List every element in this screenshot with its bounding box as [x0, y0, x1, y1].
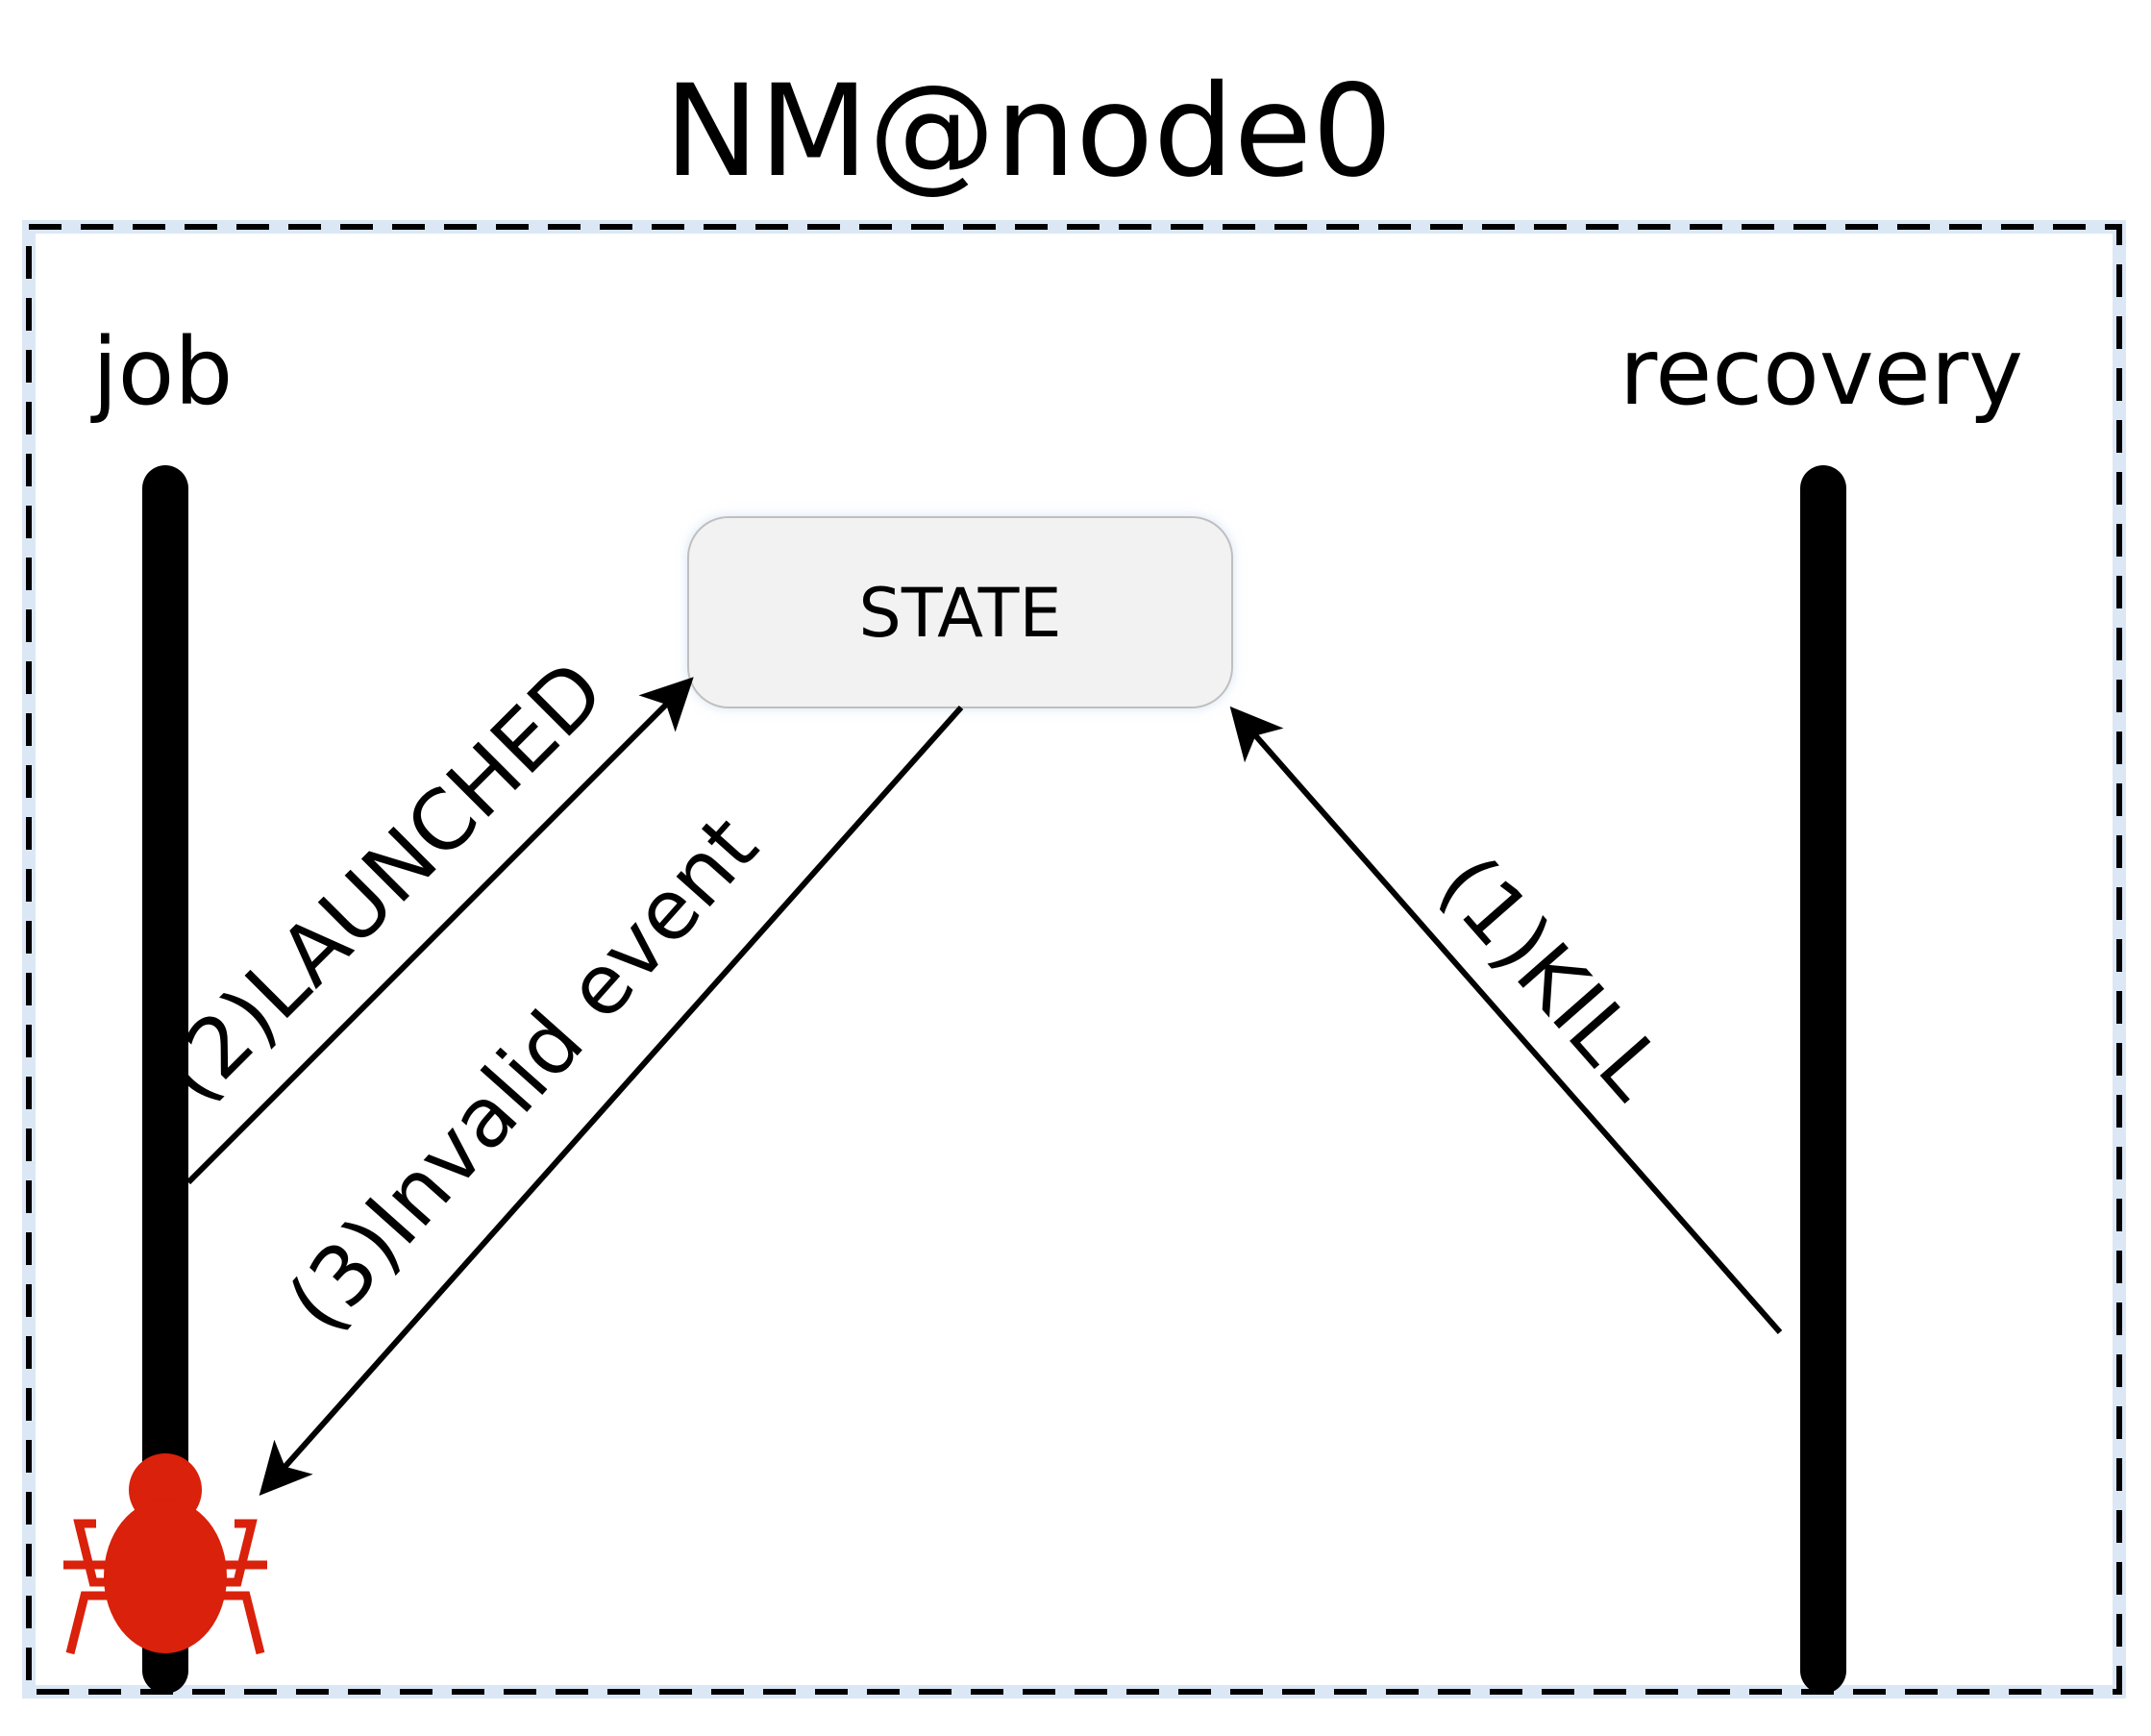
bug-icon — [63, 1453, 267, 1655]
state-box: STATE — [687, 516, 1233, 708]
lane-label-job: job — [90, 318, 233, 426]
lane-label-recovery: recovery — [1619, 318, 2023, 426]
state-label: STATE — [858, 574, 1061, 653]
kill-arrow — [1229, 706, 1783, 1334]
launched-arrow — [185, 677, 694, 1185]
node-boundary-dashed — [26, 224, 2122, 1695]
diagram-title: NM@node0 — [664, 58, 1393, 206]
invalid-event-arrow — [259, 706, 964, 1497]
